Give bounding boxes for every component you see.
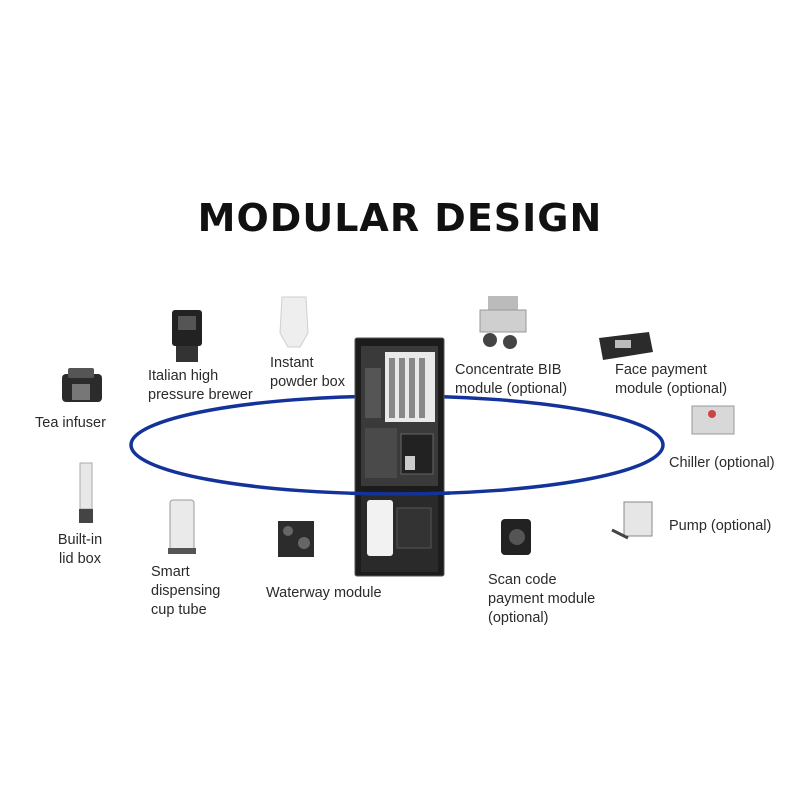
waterway-label: Waterway module <box>266 585 382 601</box>
powder-box-label: Instant powder box <box>270 355 345 390</box>
scan-code-label: Scan code payment module (optional) <box>488 572 596 626</box>
pump-label: Pump (optional) <box>669 518 772 534</box>
page-title: MODULAR DESIGN <box>197 196 603 240</box>
cup-tube-label: Smart dispensing cup tube <box>151 564 221 618</box>
tea-infuser-icon <box>62 368 102 402</box>
scan-code-icon <box>501 519 531 555</box>
chiller-label: Chiller (optional) <box>669 455 775 471</box>
waterway-icon <box>278 521 314 557</box>
bib-label: Concentrate BIB module (optional) <box>455 362 568 397</box>
vending-machine <box>354 337 445 577</box>
powder-box-icon <box>279 296 309 348</box>
bib-module-icon <box>479 296 527 349</box>
cup-tube-icon <box>168 499 196 554</box>
pump-icon <box>611 501 653 540</box>
lid-box-icon <box>79 462 93 523</box>
italian-brewer-icon <box>172 310 202 362</box>
face-payment-label: Face payment module (optional) <box>615 362 728 397</box>
face-payment-icon <box>599 332 653 360</box>
chiller-icon <box>691 405 735 435</box>
italian-brewer-label: Italian high pressure brewer <box>148 368 253 403</box>
tea-infuser-label: Tea infuser <box>35 415 106 431</box>
lid-box-label: Built-in lid box <box>57 532 103 567</box>
